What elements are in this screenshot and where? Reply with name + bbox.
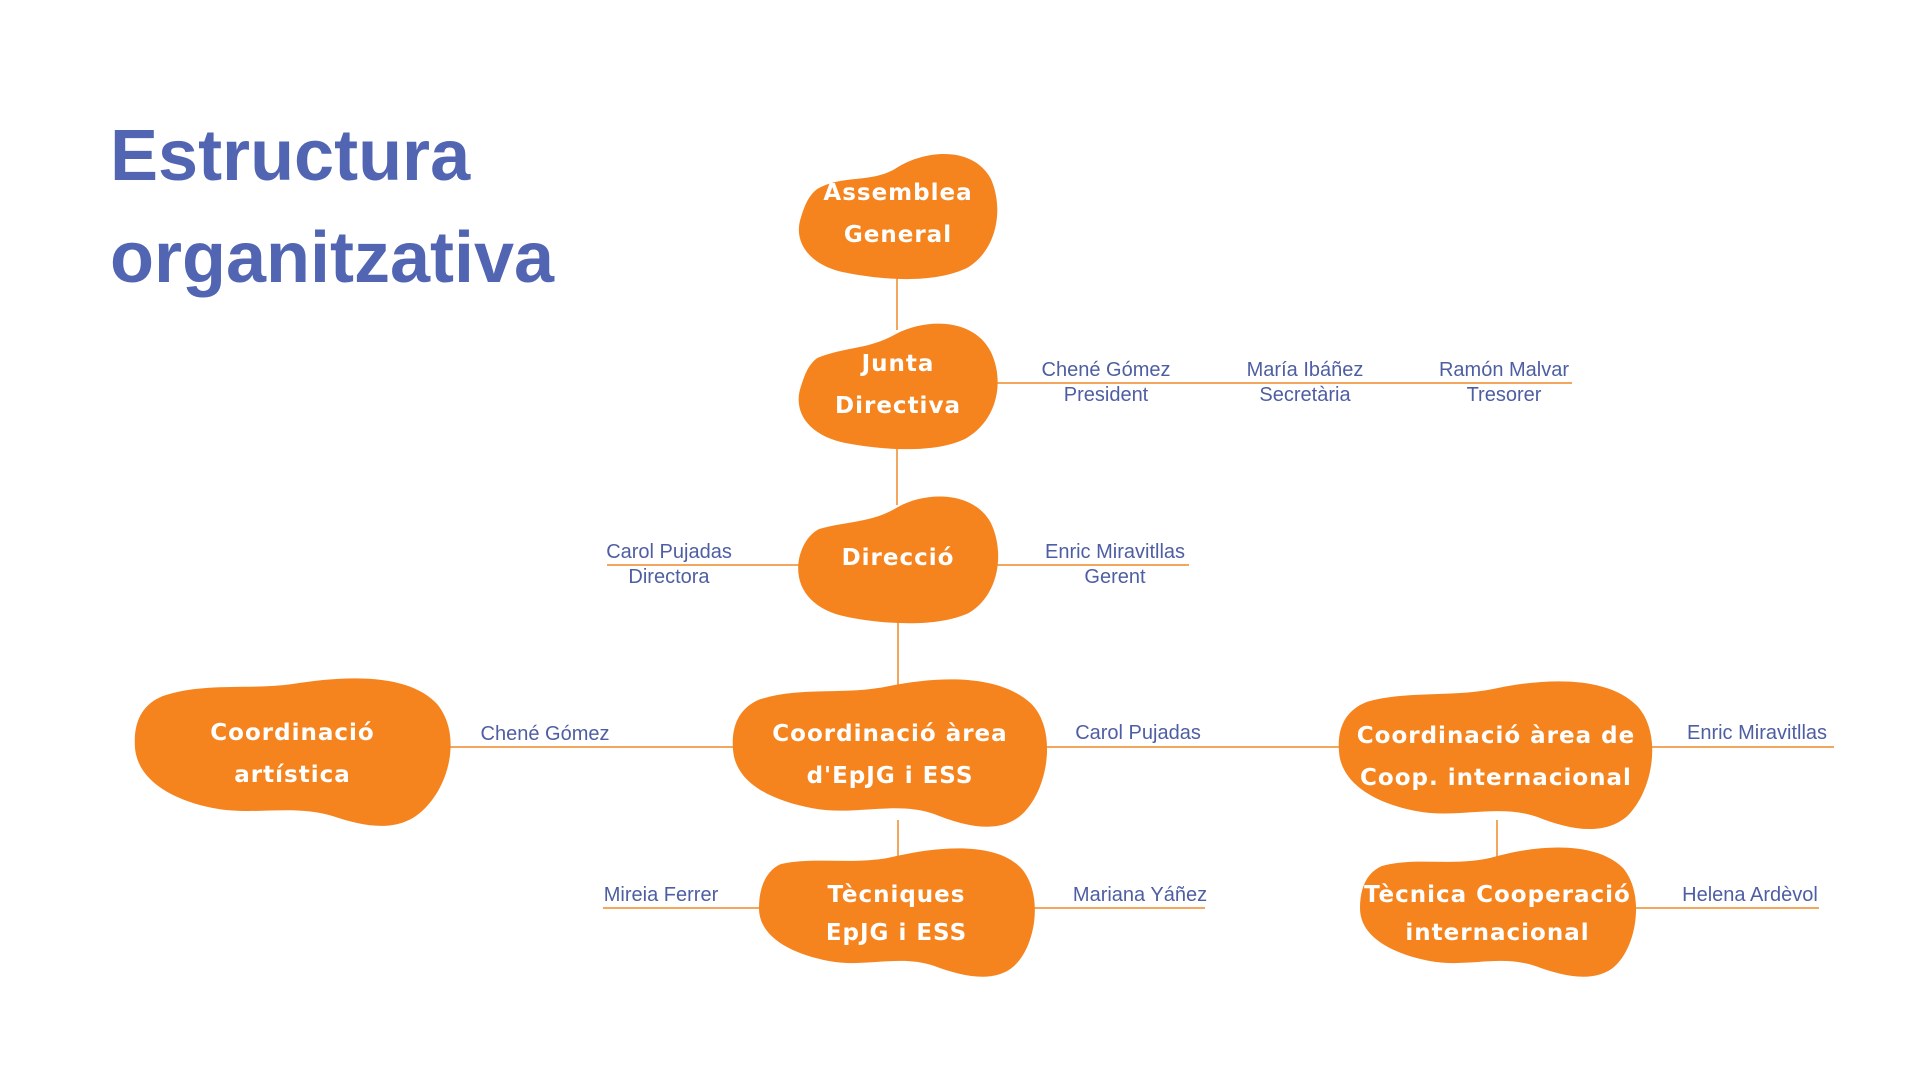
person-direccio-directora: Carol Pujadas Directora	[606, 540, 732, 590]
person-name: Carol Pujadas	[606, 541, 732, 563]
node-label-line2: Coop. internacional	[1360, 765, 1632, 791]
person-name: Chené Gómez	[1041, 359, 1171, 381]
person-tecniques-left: Mireia Ferrer	[604, 883, 718, 908]
person-coord-artistica: Chené Gómez	[481, 722, 610, 747]
node-coordinacio-epjg-ess: Coordinació àrea d'EpJG i ESS	[731, 678, 1049, 831]
node-label-line1: Tècnica Cooperació	[1364, 881, 1631, 908]
blob-shape	[758, 848, 1035, 977]
person-name: Mariana Yáñez	[1072, 884, 1208, 906]
node-coordinacio-artistica: Coordinació artística	[133, 676, 452, 831]
node-label-line2: internacional	[1405, 919, 1590, 946]
person-role: Gerent	[1084, 566, 1146, 588]
blob-shape	[1338, 681, 1653, 830]
node-coordinacio-coop-internacional: Coordinació àrea de Coop. internacional	[1337, 680, 1655, 834]
blob-shape	[134, 678, 451, 826]
node-label-line1: Tècniques	[827, 881, 966, 908]
node-junta-directiva: Junta Directiva	[797, 320, 999, 450]
title-line-1: Estructura	[110, 116, 471, 196]
person-role: Directora	[628, 566, 710, 588]
node-assemblea-general: Assemblea General	[797, 149, 999, 280]
node-label-line2: Directiva	[835, 393, 961, 419]
node-tecniques-epjg-ess: Tècniques EpJG i ESS	[757, 846, 1036, 981]
blob-shape	[1359, 847, 1637, 977]
node-label-line1: Junta	[861, 351, 935, 377]
person-direccio-gerent: Enric Miravitllas Gerent	[1045, 540, 1185, 590]
node-label-line1: Coordinació àrea	[772, 720, 1008, 747]
person-name: Mireia Ferrer	[603, 884, 719, 906]
node-label-line1: Coordinació àrea de	[1356, 723, 1636, 749]
node-label-line2: d'EpJG i ESS	[806, 762, 974, 789]
person-name: Enric Miravitllas	[1686, 722, 1828, 744]
blob-shape	[798, 323, 998, 450]
person-coord-coop: Enric Miravitllas	[1687, 721, 1827, 746]
person-tecniques-right: Mariana Yáñez	[1073, 883, 1207, 908]
blob-shape	[798, 496, 999, 624]
node-tecnica-cooperacio-internacional: Tècnica Cooperació internacional	[1358, 846, 1637, 981]
blob-shape	[732, 679, 1048, 827]
node-label-line1: Direcció	[841, 545, 955, 571]
person-name: Carol Pujadas	[1075, 722, 1201, 744]
person-junta-president: Chené Gómez President	[1042, 358, 1171, 408]
person-name: María Ibáñez	[1246, 359, 1364, 381]
person-junta-tresorer: Ramón Malvar Tresorer	[1439, 358, 1569, 408]
node-label-line1: Assemblea	[823, 180, 973, 206]
person-role: Secretària	[1259, 384, 1351, 406]
person-name: Helena Ardèvol	[1682, 884, 1818, 906]
node-label-line2: EpJG i ESS	[825, 919, 968, 946]
person-junta-secretaria: María Ibáñez Secretària	[1247, 358, 1364, 408]
person-tecnica-coop: Helena Ardèvol	[1682, 883, 1818, 908]
person-role: President	[1063, 384, 1149, 406]
person-role: Tresorer	[1466, 384, 1542, 406]
person-coord-epjg: Carol Pujadas	[1075, 721, 1201, 746]
person-name: Enric Miravitllas	[1044, 541, 1186, 563]
title-line-2: organitzativa	[110, 218, 555, 298]
page-title: Estructura organitzativa	[110, 105, 554, 309]
person-name: Chené Gómez	[480, 723, 610, 745]
node-label-line2: General	[843, 222, 953, 248]
blob-shape	[798, 154, 998, 280]
node-label-line1: Coordinació	[210, 719, 375, 746]
person-name: Ramón Malvar	[1438, 359, 1570, 381]
node-label-line2: artística	[234, 761, 351, 788]
node-direccio: Direcció	[797, 493, 999, 624]
